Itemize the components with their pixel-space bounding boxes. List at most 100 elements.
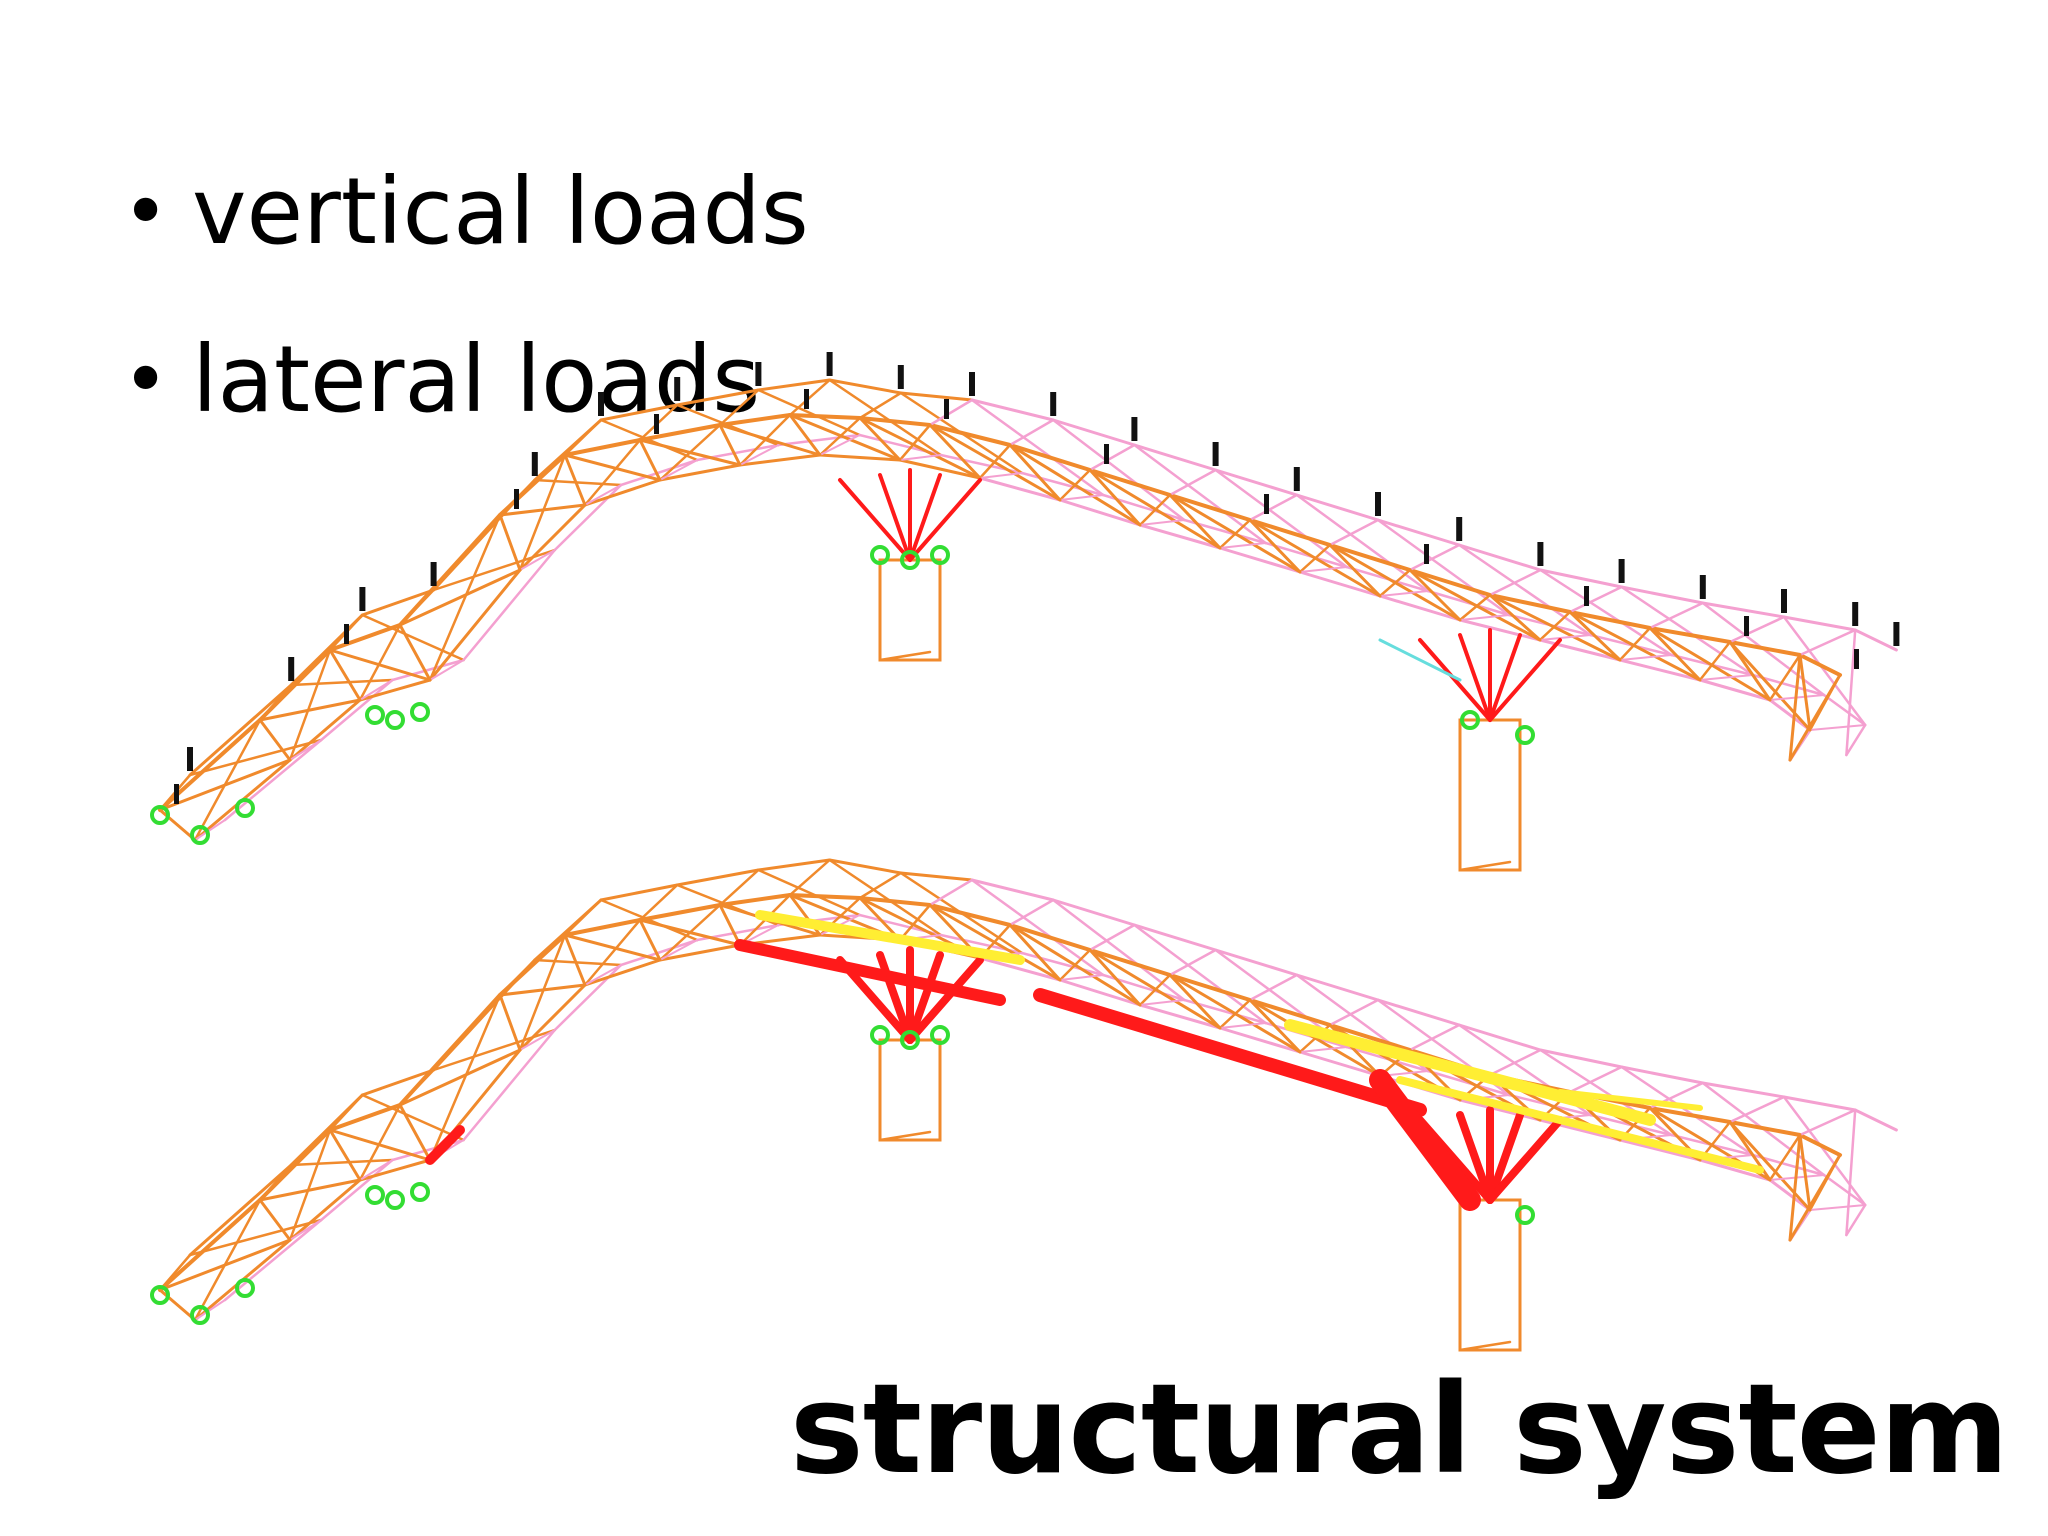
truss-member [970, 398, 1055, 422]
truss-member [1458, 1340, 1512, 1352]
column-head-member [1486, 1116, 1564, 1204]
support-icon [365, 1185, 385, 1205]
truss-member [1058, 468, 1092, 502]
truss-member [1728, 640, 1772, 702]
truss-member [1457, 543, 1592, 637]
column-head-member [876, 951, 914, 1044]
truss-member [1822, 693, 1867, 727]
load-arrow-icon [1852, 602, 1859, 626]
truss-member [358, 1158, 432, 1182]
truss-member [788, 413, 862, 420]
bullet-vertical-loads: • vertical loads [122, 128, 809, 296]
truss-member [1008, 443, 1062, 502]
truss-member [1248, 518, 1302, 574]
column-head-member [878, 473, 912, 562]
truss-member [978, 956, 1062, 982]
truss-member [1020, 951, 1105, 977]
truss-member [788, 893, 862, 900]
truss-member [757, 868, 861, 917]
truss-member [718, 893, 792, 907]
truss-member [533, 958, 623, 967]
truss-member [328, 1128, 362, 1182]
truss-member [979, 472, 1023, 479]
compression-force [1033, 988, 1427, 1117]
truss-member [1248, 998, 1332, 1027]
load-arrow-icon [174, 784, 179, 804]
truss-member [428, 513, 502, 682]
truss-member [398, 1068, 435, 1107]
truss-member [1782, 615, 1867, 727]
bullet-dot-icon: • [122, 165, 170, 258]
truss-member [819, 434, 861, 456]
truss-member [398, 623, 432, 682]
truss-member [756, 378, 832, 392]
truss-member [1698, 640, 1732, 682]
truss-member [1809, 724, 1867, 731]
truss-member [638, 438, 662, 482]
truss-member [1328, 543, 1412, 572]
truss-member [788, 378, 831, 417]
load-arrow-icon [344, 624, 349, 644]
truss-member [1219, 542, 1267, 549]
load-arrow-icon [1104, 444, 1109, 464]
load-arrow-icon [1854, 649, 1859, 669]
compression-force [1369, 1069, 1481, 1211]
load-arrow-icon [1050, 392, 1057, 416]
truss-member [658, 943, 742, 962]
truss-member [1408, 568, 1462, 622]
truss-member [398, 1048, 522, 1107]
truss-member [1008, 443, 1092, 472]
truss-member [328, 623, 402, 652]
truss-member [1378, 568, 1412, 598]
truss-member [928, 878, 974, 907]
truss-member [391, 658, 465, 682]
truss-member [718, 903, 742, 947]
truss-member [1698, 678, 1772, 702]
load-arrow-icon [804, 389, 809, 409]
load-arrow-icon [654, 414, 659, 434]
column-head-member [1488, 638, 1562, 722]
truss-member [638, 903, 722, 922]
load-arrow-icon [1264, 494, 1269, 514]
truss-member [1138, 493, 1172, 527]
truss-member [1328, 998, 1380, 1027]
truss-member [1853, 628, 1898, 652]
truss-member [1218, 1026, 1302, 1054]
truss-member [1788, 673, 1842, 762]
truss-member [928, 903, 1012, 927]
truss-member [518, 503, 587, 572]
column-head-member [1486, 1111, 1524, 1204]
truss-member [361, 1093, 465, 1142]
support-icon [900, 1030, 920, 1050]
truss-member [658, 903, 722, 962]
truss-member [1782, 615, 1857, 632]
truss-member [462, 548, 557, 662]
truss-member [188, 1218, 323, 1257]
truss-member [1768, 653, 1802, 702]
truss-member [1020, 471, 1105, 497]
truss-member [1298, 1050, 1382, 1078]
truss-member [1782, 1095, 1857, 1112]
truss-member [289, 1219, 323, 1241]
truss-member [638, 883, 679, 922]
truss-member [1138, 973, 1172, 1007]
truss-member [1088, 948, 1142, 1007]
support-icon [235, 1278, 255, 1298]
truss-member [1218, 546, 1302, 574]
truss-member [858, 896, 932, 907]
truss-member [328, 648, 362, 702]
load-arrow-icon [1375, 492, 1381, 516]
truss-member [788, 413, 822, 457]
truss-member [858, 896, 902, 942]
truss-member [498, 513, 522, 572]
truss-member [1328, 518, 1380, 547]
truss-member [519, 1029, 556, 1051]
truss-member [1218, 998, 1252, 1030]
truss-member [398, 588, 435, 627]
truss-member [1458, 593, 1492, 622]
truss-member [258, 718, 292, 762]
truss-member [738, 413, 792, 467]
truss-member [1139, 519, 1186, 526]
truss-member [563, 438, 642, 457]
truss-member [675, 868, 760, 887]
